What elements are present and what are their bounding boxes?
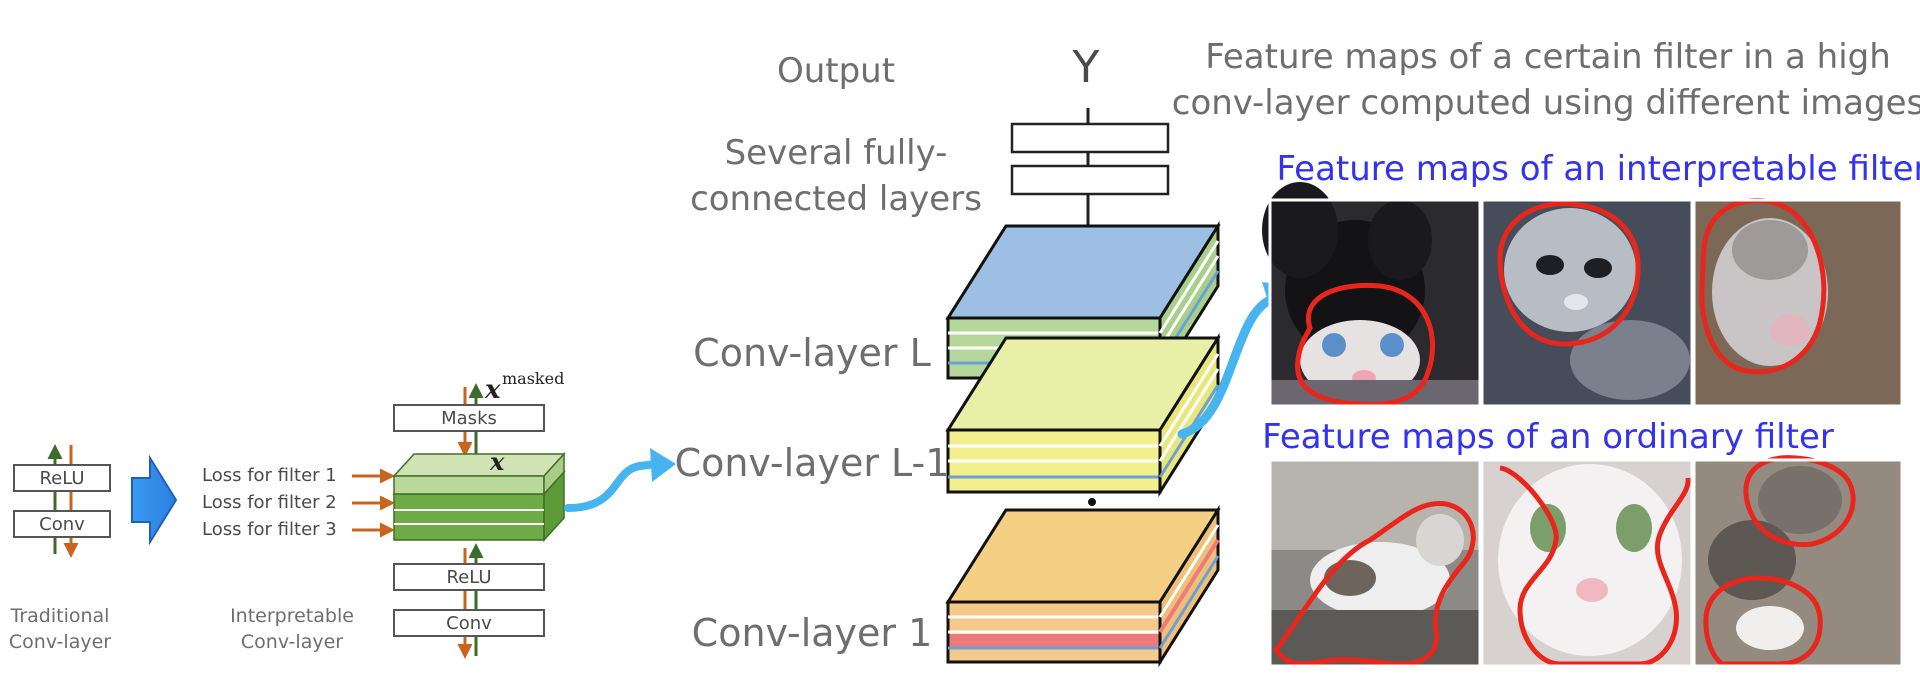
feature-maps-header-line1: Feature maps of a certain filter in a hi… <box>1205 37 1891 77</box>
traditional-caption-line1: Traditional <box>10 605 110 627</box>
ordinary-feature-map-2 <box>1480 458 1694 668</box>
x-symbol: x <box>489 447 505 476</box>
x-masked-symbol: x <box>484 375 501 405</box>
traditional-conv-layer: ReLU Conv Traditional Conv-layer <box>9 444 111 653</box>
ordinary-filter-title: Feature maps of an ordinary filter <box>1262 417 1834 457</box>
fc-label-line2: connected layers <box>690 179 982 219</box>
conv-layer-L-label: Conv-layer L <box>693 331 931 375</box>
interpretable-filter-title: Feature maps of an interpretable filter <box>1276 149 1920 189</box>
loss-filter-3-label: Loss for filter 3 <box>202 519 337 540</box>
x-masked-superscript: masked <box>502 369 564 388</box>
interpretable-layer-stack <box>392 452 566 542</box>
loss-filter-2-label: Loss for filter 2 <box>202 492 337 513</box>
fc-label-line1: Several fully- <box>725 133 948 173</box>
transform-arrow-icon <box>131 454 178 546</box>
traditional-relu-label: ReLU <box>39 468 84 489</box>
traditional-caption-line2: Conv-layer <box>9 631 111 653</box>
conv-layer-L1-label: Conv-layer L-1 <box>675 441 950 485</box>
traditional-conv-label: Conv <box>39 514 85 535</box>
interpretable-feature-map-2 <box>1480 198 1694 408</box>
curved-arrow-to-feature-maps-icon <box>1177 295 1275 439</box>
output-symbol: Y <box>1072 42 1100 93</box>
interpretable-conv-label: Conv <box>446 613 492 634</box>
feature-maps-panel: Feature maps of a certain filter in a hi… <box>1172 37 1920 668</box>
conv-layer-L1-block <box>945 332 1221 498</box>
interpretable-caption-line2: Conv-layer <box>241 631 343 653</box>
feature-maps-header-line2: conv-layer computed using different imag… <box>1172 83 1920 123</box>
ellipsis-dot-1 <box>1088 498 1096 506</box>
ordinary-feature-map-1 <box>1268 458 1482 668</box>
interpretable-caption-line1: Interpretable <box>230 605 354 627</box>
masks-label: Masks <box>441 408 497 429</box>
masks-box <box>393 404 545 432</box>
interpretable-relu-label: ReLU <box>446 567 491 588</box>
curved-arrow-head <box>650 448 676 482</box>
traditional-relu-box <box>13 464 111 492</box>
interpretable-feature-map-1 <box>1262 182 1482 408</box>
loss-filter-1-label: Loss for filter 1 <box>202 465 337 486</box>
output-label: Output <box>777 51 895 91</box>
interpretable-feature-map-3 <box>1692 197 1904 408</box>
conv-layer-1-block <box>945 504 1221 668</box>
conv-layer-1-label: Conv-layer 1 <box>692 611 933 655</box>
fc-layer-1-box <box>1010 122 1170 154</box>
network-diagram: Output Y Several fully- connected layers… <box>675 42 1320 668</box>
ordinary-feature-map-3 <box>1692 455 1904 668</box>
interpretable-conv-box <box>393 609 545 637</box>
interpretable-conv-layer: Loss for filter 1 Loss for filter 2 Loss… <box>202 369 566 659</box>
fc-layer-2-box <box>1010 164 1170 196</box>
interpretable-relu-box <box>393 563 545 591</box>
traditional-conv-box <box>13 510 111 538</box>
curved-arrow-to-layer-icon <box>564 460 660 512</box>
